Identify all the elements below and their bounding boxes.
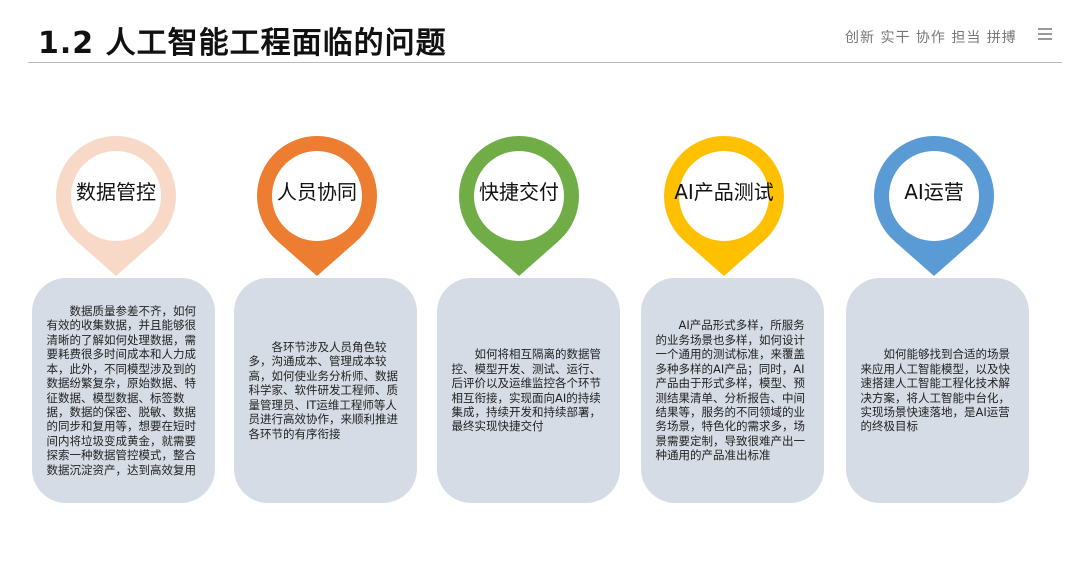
card-text: AI产品形式多样，所服务的业务场景也多样，如何设计一个通用的测试标准，来覆盖多种… <box>655 318 806 463</box>
pin-label: AI产品测试 <box>674 180 774 204</box>
description-card: 数据质量参差不齐，如何有效的收集数据，并且能够很清晰的了解如何处理数据，需要耗费… <box>32 278 215 503</box>
pin-label: AI运营 <box>904 180 964 204</box>
slogan: 创新 实干 协作 担当 拼搏 <box>845 30 1017 46</box>
card-text: 数据质量参差不齐，如何有效的收集数据，并且能够很清晰的了解如何处理数据，需要耗费… <box>46 304 197 477</box>
description-card: AI产品形式多样，所服务的业务场景也多样，如何设计一个通用的测试标准，来覆盖多种… <box>641 278 824 503</box>
pin-label: 数据管控 <box>76 180 156 204</box>
header-divider <box>28 62 1062 63</box>
card-text: 各环节涉及人员角色较多，沟通成本、管理成本较高，如何使业务分析师、数据科学家、软… <box>248 340 399 441</box>
card-text: 如何将相互隔离的数据管控、模型开发、测试、运行、后评价以及运维监控各个环节相互衔… <box>451 347 602 434</box>
description-card: 如何能够找到合适的场景来应用人工智能模型，以及快速搭建人工智能工程化技术解决方案… <box>846 278 1029 503</box>
description-card: 各环节涉及人员角色较多，沟通成本、管理成本较高，如何使业务分析师、数据科学家、软… <box>234 278 417 503</box>
location-pin-icon: 快捷交付 <box>459 136 579 276</box>
card-text: 如何能够找到合适的场景来应用人工智能模型，以及快速搭建人工智能工程化技术解决方案… <box>860 347 1011 434</box>
location-pin-icon: AI运营 <box>874 136 994 276</box>
description-card: 如何将相互隔离的数据管控、模型开发、测试、运行、后评价以及运维监控各个环节相互衔… <box>437 278 620 503</box>
page-title: 1.2 人工智能工程面临的问题 <box>38 26 447 61</box>
location-pin-icon: 数据管控 <box>56 136 176 276</box>
hamburger-icon[interactable] <box>1038 28 1052 43</box>
location-pin-icon: AI产品测试 <box>664 136 784 276</box>
pin-label: 快捷交付 <box>479 180 559 204</box>
pin-label: 人员协同 <box>277 180 357 204</box>
location-pin-icon: 人员协同 <box>257 136 377 276</box>
